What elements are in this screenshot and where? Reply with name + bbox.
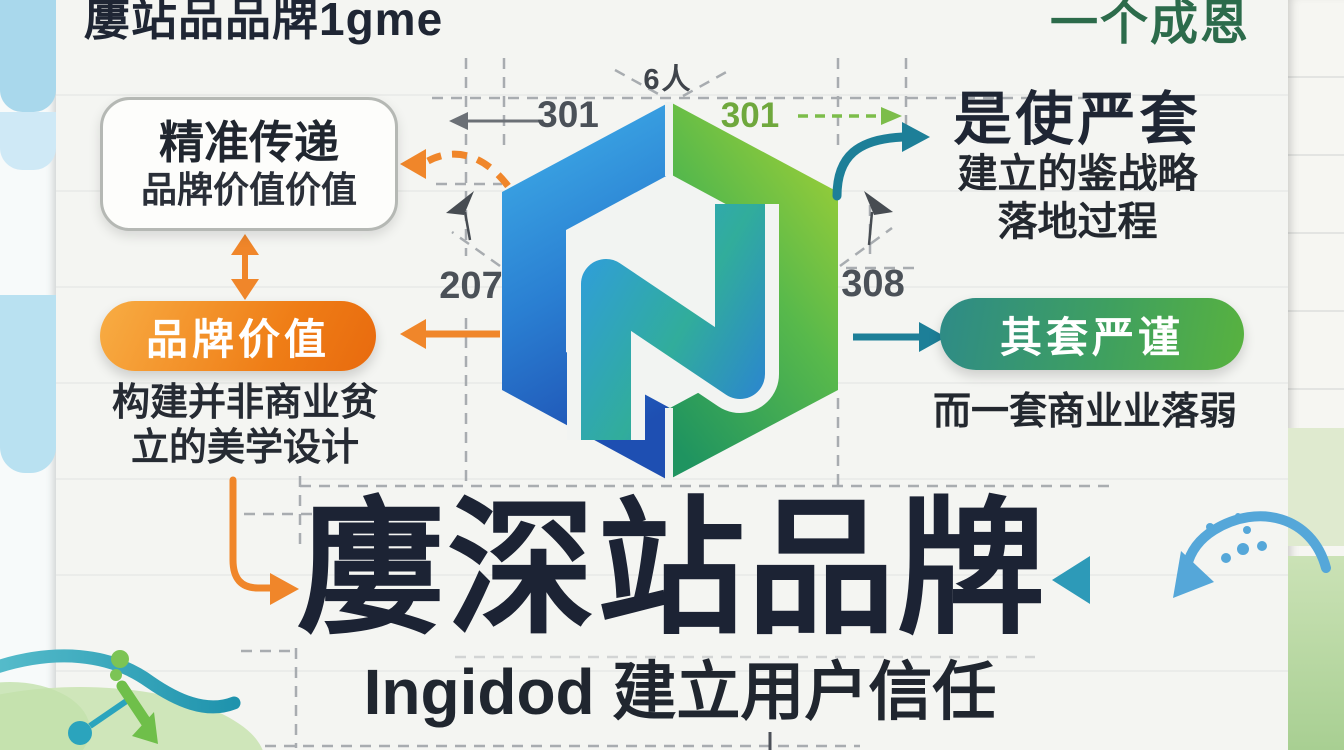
watercolor-wash-green	[1288, 556, 1344, 750]
right-subheading: 建立的鉴战略 落地过程	[905, 150, 1250, 246]
dimension-label-right: 308	[841, 263, 905, 305]
info-card: 精准传递 品牌价值价值	[100, 97, 398, 231]
watercolor-wash-blue-mid	[0, 295, 56, 473]
dimension-label-left: 207	[439, 265, 503, 307]
hexagon-logo	[502, 102, 838, 480]
footer-subheadline: Ingidod 建立用户信任	[363, 656, 997, 728]
footer-headline: 廔深站品牌	[297, 487, 1047, 652]
left-caption-line1: 构建并非商业贫	[111, 382, 378, 424]
construction-guides	[241, 58, 1110, 748]
teal-arrows	[832, 122, 1090, 604]
survey-marker-icons	[446, 191, 893, 246]
logo-letter-n	[581, 204, 765, 440]
header-left-title: 廔站品品牌1gme	[84, 0, 444, 45]
brand-value-pill-label: 品牌价值	[145, 315, 330, 363]
dimension-label-top-right: 301	[720, 96, 780, 135]
brand-value-pill: 品牌价值	[100, 301, 376, 371]
right-subheading-line2: 落地过程	[997, 200, 1158, 244]
curved-doodle-arrow	[1173, 511, 1331, 598]
right-caption: 而一套商业业落弱	[932, 391, 1237, 433]
info-card-title: 精准传递	[158, 117, 339, 168]
orange-arrows	[229, 149, 511, 605]
watercolor-wash-blue	[0, 0, 56, 112]
info-card-subtitle: 品牌价值价值	[140, 169, 357, 210]
watercolor-wash-blue-light	[0, 112, 56, 170]
method-pill-label: 其套严谨	[999, 313, 1184, 361]
dimension-label-top-left: 301	[537, 94, 599, 135]
dimension-leaders	[449, 107, 902, 130]
left-caption-line2: 立的美学设计	[130, 427, 359, 469]
method-pill: 其套严谨	[940, 298, 1244, 370]
header-right-title: 一个成恩	[1050, 0, 1251, 50]
headline-arrow-tip	[1052, 556, 1090, 604]
decorative-doodle	[0, 649, 263, 750]
left-caption: 构建并非商业贫 立的美学设计	[60, 381, 430, 471]
right-heading: 是使严套	[953, 87, 1202, 152]
dimension-label-apex: 6人	[643, 64, 693, 96]
right-subheading-line1: 建立的鉴战略	[957, 152, 1198, 196]
